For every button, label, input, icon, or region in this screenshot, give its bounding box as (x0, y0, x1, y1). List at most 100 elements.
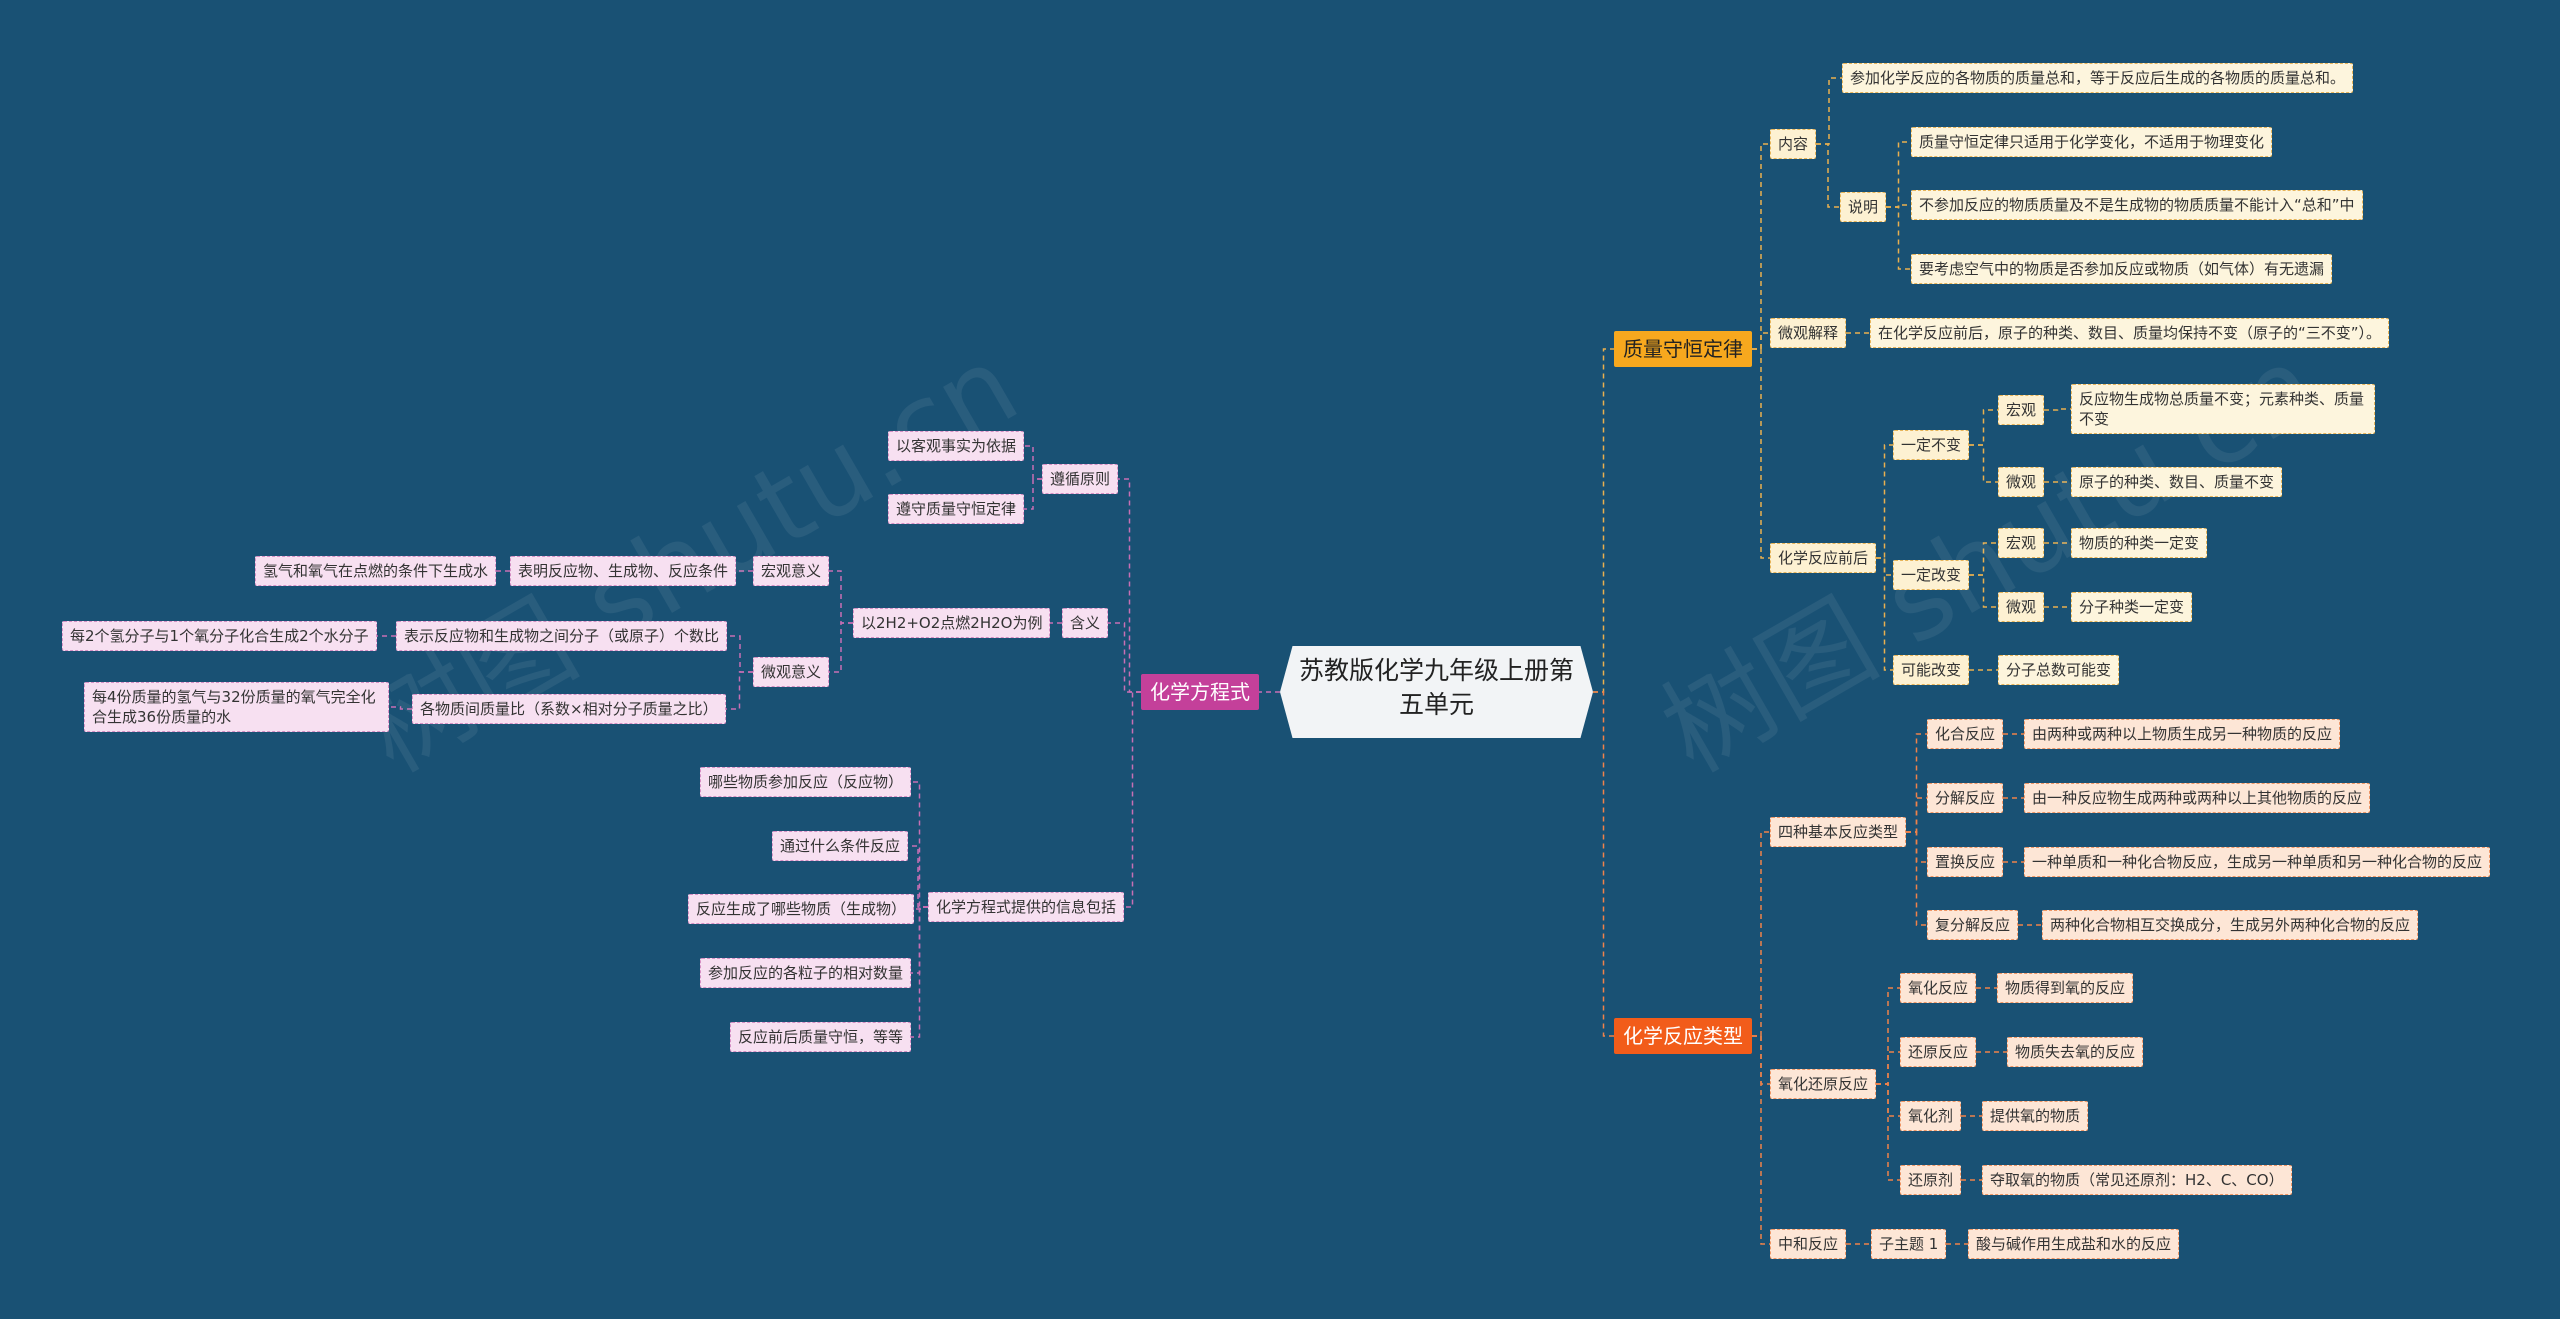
topic-principle[interactable]: 遵循原则 (1042, 464, 1119, 494)
macro-meaning-detail[interactable]: 氢气和氧气在点燃的条件下生成水 (255, 556, 497, 586)
micro-meaning-text[interactable]: 表示反应物和生成物之间分子（或原子）个数比 (396, 621, 728, 651)
connector-line (726, 671, 753, 710)
unchanged-micro-text[interactable]: 原子的种类、数目、质量不变 (2071, 467, 2283, 497)
micro-meaning-text[interactable]: 各物质间质量比（系数×相对分子质量之比） (412, 694, 726, 724)
info-item[interactable]: 反应前后质量守恒，等等 (730, 1022, 912, 1052)
connector-line (1752, 1035, 1770, 1245)
connector-line (1906, 831, 1927, 863)
topic-meaning[interactable]: 含义 (1062, 608, 1109, 638)
info-item[interactable]: 参加反应的各粒子的相对数量 (700, 958, 912, 988)
topic-info[interactable]: 化学方程式提供的信息包括 (928, 892, 1125, 922)
connector-line (1886, 206, 1911, 270)
topic-unchanged[interactable]: 一定不变 (1893, 430, 1970, 460)
connector-line (1752, 831, 1770, 1037)
connector-line (1886, 204, 1911, 208)
label-micro-meaning[interactable]: 微观意义 (753, 657, 830, 687)
connector-line (1108, 622, 1141, 693)
branch-mass-conservation[interactable]: 质量守恒定律 (1614, 331, 1752, 367)
topic-neutralization[interactable]: 中和反应 (1770, 1229, 1847, 1259)
maybe-changed-text[interactable]: 分子总数可能变 (1998, 655, 2120, 685)
topic-basic-types[interactable]: 四种基本反应类型 (1770, 817, 1907, 847)
info-item[interactable]: 反应生成了哪些物质（生成物） (688, 894, 915, 924)
label-macro[interactable]: 宏观 (1998, 528, 2045, 558)
connector-line (1593, 691, 1614, 1037)
connector-line (1969, 574, 1998, 608)
redox-label[interactable]: 还原剂 (1900, 1165, 1962, 1195)
connector-line (1969, 409, 1998, 446)
basic-type-label[interactable]: 化合反应 (1927, 719, 2004, 749)
topic-micro-explanation[interactable]: 微观解释 (1770, 318, 1847, 348)
redox-label[interactable]: 氧化反应 (1900, 973, 1977, 1003)
basic-type-label[interactable]: 置换反应 (1927, 847, 2004, 877)
content-text[interactable]: 参加化学反应的各物质的质量总和，等于反应后生成的各物质的质量总和。 (1842, 63, 2354, 93)
connector-line (829, 570, 853, 624)
connector-line (1886, 141, 1911, 208)
topic-note[interactable]: 说明 (1840, 192, 1887, 222)
branch-chemical-equation[interactable]: 化学方程式 (1141, 674, 1259, 710)
micro-explanation-text[interactable]: 在化学反应前后，原子的种类、数目、质量均保持不变（原子的“三不变”）。 (1870, 318, 2390, 348)
basic-type-text[interactable]: 由两种或两种以上物质生成另一种物质的反应 (2024, 719, 2341, 749)
label-micro[interactable]: 微观 (1998, 467, 2045, 497)
micro-meaning-detail[interactable]: 每4份质量的氢气与32份质量的氧气完全化合生成36份质量的水 (84, 682, 389, 732)
basic-type-label[interactable]: 复分解反应 (1927, 910, 2019, 940)
connector-line (1906, 733, 1927, 833)
connector-line (1969, 444, 1998, 483)
neutralization-text[interactable]: 酸与碱作用生成盐和水的反应 (1968, 1229, 2180, 1259)
redox-text[interactable]: 提供氧的物质 (1982, 1101, 2089, 1131)
connector-line (1752, 143, 1770, 350)
redox-text[interactable]: 物质得到氧的反应 (1997, 973, 2134, 1003)
topic-before-after[interactable]: 化学反应前后 (1770, 543, 1877, 573)
topic-content[interactable]: 内容 (1770, 129, 1817, 159)
connector-line (1876, 444, 1893, 559)
info-item[interactable]: 哪些物质参加反应（反应物） (700, 767, 912, 797)
connector-line (1752, 348, 1770, 559)
connector-line (1124, 691, 1141, 908)
connector-line (389, 706, 412, 710)
meaning-example[interactable]: 以2H2+O2点燃2H2O为例 (853, 608, 1051, 638)
connector-line (1752, 332, 1770, 350)
basic-type-label[interactable]: 分解反应 (1927, 783, 2004, 813)
basic-type-text[interactable]: 一种单质和一种化合物反应，生成另一种单质和另一种化合物的反应 (2024, 847, 2491, 877)
label-macro-meaning[interactable]: 宏观意义 (753, 556, 830, 586)
branch-reaction-types[interactable]: 化学反应类型 (1614, 1018, 1752, 1054)
connector-line (1024, 445, 1042, 480)
redox-label[interactable]: 氧化剂 (1900, 1101, 1962, 1131)
connector-line (911, 781, 928, 908)
topic-changed[interactable]: 一定改变 (1893, 560, 1970, 590)
connector-line (1906, 797, 1927, 833)
redox-text[interactable]: 夺取氧的物质（常见还原剂：H2、C、CO） (1982, 1165, 2292, 1195)
connector-line (1906, 831, 1927, 926)
info-item[interactable]: 通过什么条件反应 (772, 831, 909, 861)
basic-type-text[interactable]: 由一种反应物生成两种或两种以上其他物质的反应 (2024, 783, 2371, 813)
principle-item[interactable]: 遵守质量守恒定律 (888, 494, 1025, 524)
changed-micro-text[interactable]: 分子种类一定变 (2071, 592, 2193, 622)
connector-line (1876, 1083, 1900, 1181)
micro-meaning-detail[interactable]: 每2个氢分子与1个氧分子化合生成2个水分子 (62, 621, 377, 651)
redox-label[interactable]: 还原反应 (1900, 1037, 1977, 1067)
central-topic[interactable]: 苏教版化学九年级上册第五单元 (1280, 646, 1593, 738)
note-item[interactable]: 不参加反应的物质质量及不是生成物的物质质量不能计入“总和”中 (1911, 190, 2363, 220)
principle-item[interactable]: 以客观事实为依据 (888, 431, 1025, 461)
changed-macro-text[interactable]: 物质的种类一定变 (2071, 528, 2208, 558)
topic-redox[interactable]: 氧化还原反应 (1770, 1069, 1877, 1099)
connector-line (727, 635, 753, 673)
connector-line (1969, 542, 1998, 576)
connector-line (1816, 77, 1842, 145)
connector-line (1876, 557, 1893, 671)
neutralization-subtopic[interactable]: 子主题 1 (1871, 1229, 1947, 1259)
topic-maybe-changed[interactable]: 可能改变 (1893, 655, 1970, 685)
connector-line (1876, 987, 1900, 1085)
connector-line (911, 906, 928, 1038)
macro-meaning-text[interactable]: 表明反应物、生成物、反应条件 (510, 556, 737, 586)
label-macro[interactable]: 宏观 (1998, 395, 2045, 425)
note-item[interactable]: 要考虑空气中的物质是否参加反应或物质（如气体）有无遗漏 (1911, 254, 2333, 284)
basic-type-text[interactable]: 两种化合物相互交换成分，生成另外两种化合物的反应 (2042, 910, 2419, 940)
note-item[interactable]: 质量守恒定律只适用于化学变化，不适用于物理变化 (1911, 127, 2273, 157)
connector-line (1118, 478, 1141, 693)
connector-line (829, 622, 853, 673)
connector-line (2044, 408, 2071, 411)
unchanged-macro-text[interactable]: 反应物生成物总质量不变；元素种类、质量不变 (2071, 384, 2375, 434)
redox-text[interactable]: 物质失去氧的反应 (2007, 1037, 2144, 1067)
label-micro[interactable]: 微观 (1998, 592, 2045, 622)
